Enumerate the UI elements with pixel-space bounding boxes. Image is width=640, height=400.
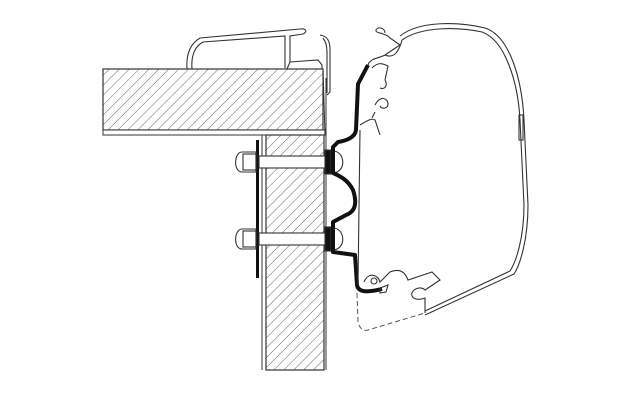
bolt-lower (235, 226, 332, 252)
roof-panel (102, 68, 326, 136)
awning-open-outline-dashed (356, 292, 426, 331)
nut-lower (332, 227, 344, 251)
awning-case (357, 23, 529, 316)
backing-plate (256, 140, 259, 278)
bolt-upper (235, 149, 332, 175)
adapter-bracket (331, 64, 383, 294)
roof-edge-profile (186, 28, 331, 96)
side-wall (261, 78, 327, 371)
